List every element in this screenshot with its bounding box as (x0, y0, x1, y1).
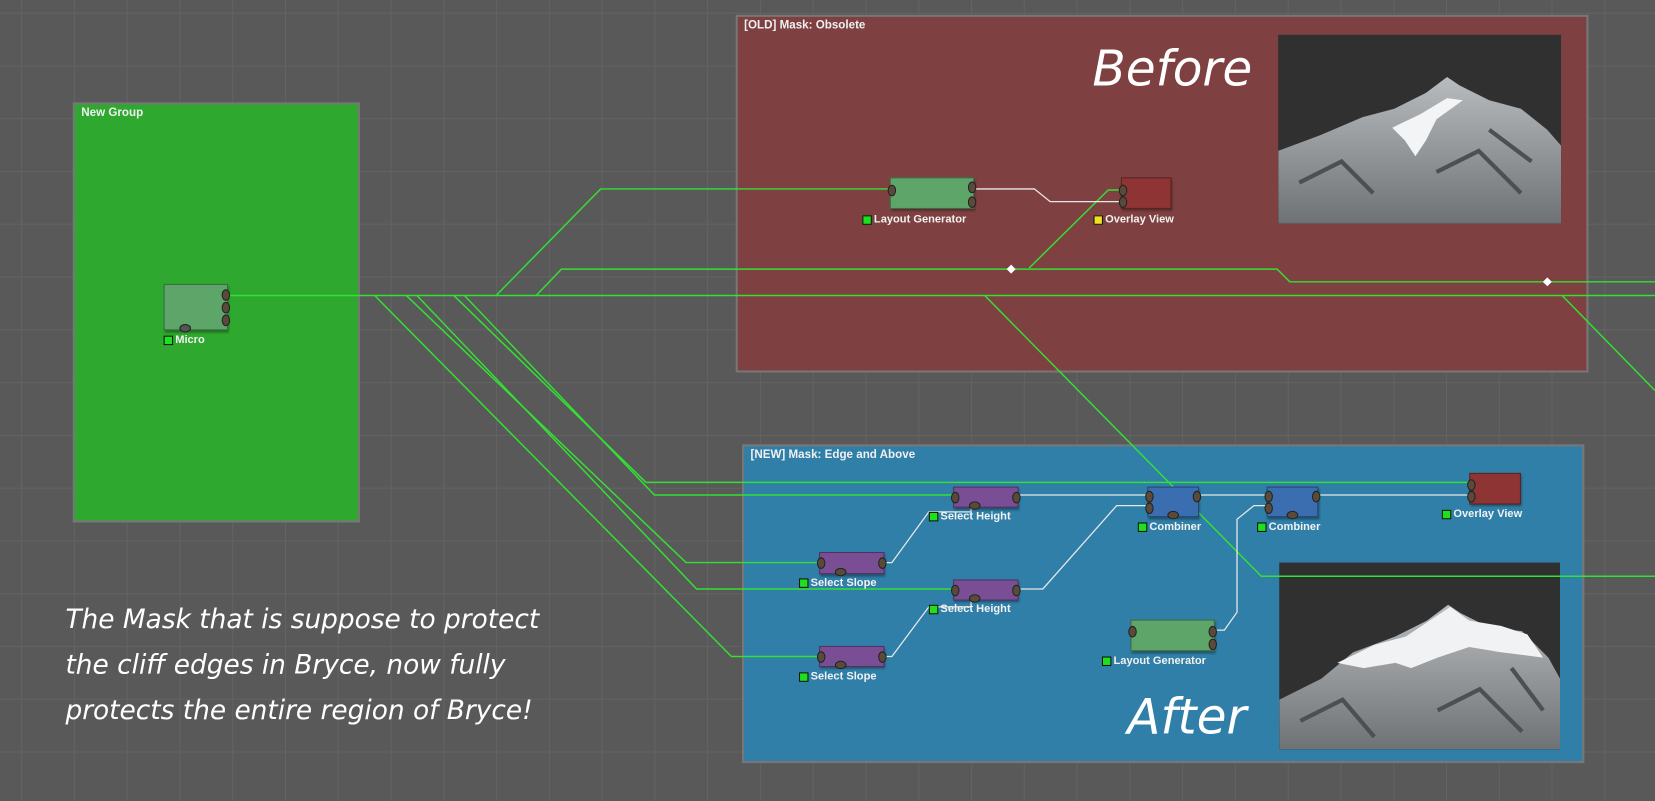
caption-line: The Mask that is suppose to protect (65, 603, 540, 635)
after-terrain-preview (1279, 562, 1560, 750)
after-label: After (1127, 688, 1247, 746)
node-micro[interactable] (163, 283, 231, 333)
node-combiner-2[interactable] (1264, 486, 1321, 520)
wire-reroute-handle (1006, 264, 1016, 274)
status-indicator (1137, 521, 1148, 532)
wire (463, 295, 954, 496)
wire (405, 295, 820, 564)
node-label-new-overlay-view: Overlay View (1441, 508, 1522, 520)
node-old-overlay-view[interactable] (1118, 177, 1172, 209)
node-label-new-layout-generator: Layout Generator (1101, 654, 1206, 667)
before-terrain-preview (1278, 34, 1562, 224)
node-label-select-height-1: Select Height (928, 510, 1011, 522)
status-indicator-warning (1093, 214, 1103, 225)
caption-line: the cliff edges in Bryce, now fully (65, 649, 506, 680)
node-select-slope-2[interactable] (816, 645, 887, 670)
wire (416, 295, 954, 590)
wire-reroute-handle (1542, 277, 1552, 287)
node-label-combiner-1: Combiner (1137, 520, 1201, 533)
wire (495, 188, 890, 297)
status-indicator (798, 577, 809, 588)
before-label: Before (1092, 40, 1253, 98)
status-indicator (1101, 655, 1112, 666)
node-label-select-height-2: Select Height (928, 603, 1011, 615)
group-title: New Group (81, 106, 144, 120)
status-indicator (163, 335, 174, 345)
node-select-height-1[interactable] (950, 486, 1021, 510)
group-title: [OLD] Mask: Obsolete (744, 18, 866, 32)
node-label-old-overlay-view: Overlay View (1093, 213, 1174, 226)
wire (1018, 504, 1148, 590)
status-indicator (1257, 521, 1267, 532)
status-indicator (862, 214, 872, 225)
node-label-old-layout-generator: Layout Generator (862, 213, 966, 226)
group-title: [NEW] Mask: Edge and Above (750, 448, 916, 462)
wire (1214, 504, 1267, 631)
wire (374, 295, 820, 658)
node-label-micro: Micro (163, 334, 205, 346)
node-label-select-slope-2: Select Slope (798, 670, 877, 683)
node-new-overlay-view[interactable] (1467, 472, 1521, 505)
node-old-layout-generator[interactable] (887, 177, 977, 209)
status-indicator (928, 511, 939, 521)
node-combiner-1[interactable] (1145, 486, 1202, 520)
wire (535, 268, 1655, 297)
node-new-layout-generator[interactable] (1128, 619, 1217, 652)
node-label-select-slope-1: Select Slope (798, 576, 877, 589)
caption-text: The Mask that is suppose to protect the … (65, 596, 539, 732)
wire (453, 295, 1470, 484)
wire (1561, 295, 1655, 392)
node-label-combiner-2: Combiner (1257, 520, 1320, 533)
status-indicator (1441, 509, 1452, 519)
caption-line: protects the entire region of Bryce! (65, 694, 533, 726)
status-indicator (928, 604, 939, 614)
wire (974, 188, 1121, 203)
node-select-height-2[interactable] (950, 579, 1021, 603)
node-select-slope-1[interactable] (816, 552, 887, 577)
wire (984, 295, 1655, 578)
wire (1028, 189, 1121, 269)
status-indicator (798, 671, 809, 682)
